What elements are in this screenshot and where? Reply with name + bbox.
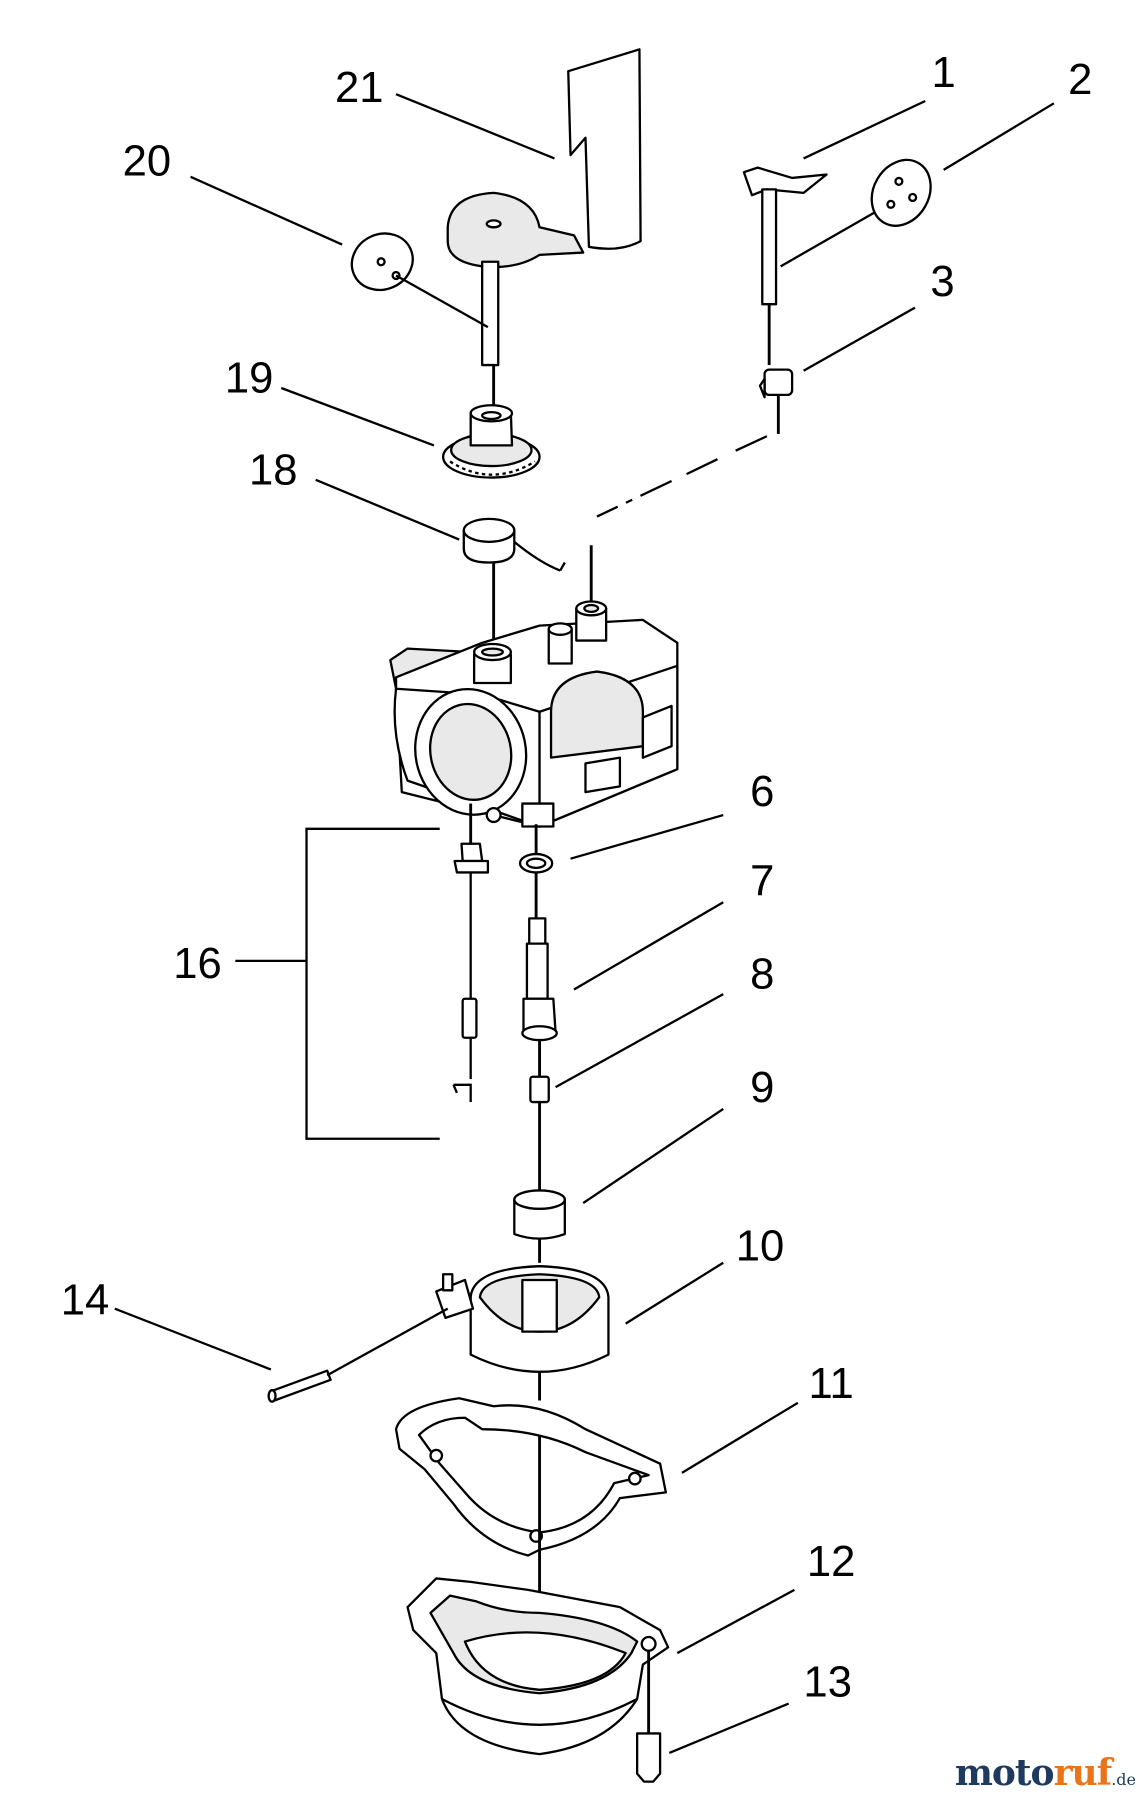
part-19-gear — [441, 404, 541, 479]
part-20-choke-plate — [350, 232, 489, 329]
watermark-domain: .de — [1111, 1770, 1136, 1789]
part-13-screw — [635, 1650, 662, 1783]
part-16-main-jet-assembly — [452, 842, 490, 1103]
callout-9: 9 — [750, 1064, 774, 1112]
callout-labels: 1 2 3 6 7 8 9 10 11 12 13 14 16 18 19 20… — [61, 49, 1093, 1706]
callout-7: 7 — [750, 857, 774, 905]
part-3-seal — [758, 368, 794, 399]
callout-12: 12 — [807, 1538, 856, 1586]
watermark-text-part-a: moto — [954, 1752, 1055, 1794]
part-2-throttle-plate — [780, 158, 932, 268]
callout-8: 8 — [750, 950, 774, 998]
callout-16: 16 — [173, 940, 222, 988]
part-7-emulsion-tube — [521, 917, 558, 1042]
part-6-o-ring — [518, 852, 554, 874]
part-1-throttle-lever — [742, 166, 828, 306]
part-12-float-bowl — [406, 1577, 670, 1756]
part-11-gasket — [394, 1397, 667, 1557]
watermark-text-part-b: ruf — [1053, 1752, 1113, 1794]
part-10-float — [435, 1265, 610, 1373]
part-9-float — [513, 1189, 566, 1240]
bracket-16 — [305, 827, 440, 1140]
leader-lines — [114, 93, 1055, 1754]
callout-21: 21 — [335, 64, 384, 112]
callout-13: 13 — [803, 1659, 852, 1707]
part-18-spring — [462, 517, 566, 572]
part-8-jet — [529, 1075, 550, 1104]
callout-19: 19 — [225, 355, 274, 403]
callout-18: 18 — [249, 446, 298, 494]
callout-11: 11 — [809, 1360, 854, 1408]
part-21-choke-lever — [446, 48, 642, 367]
dash-dot-axis — [596, 435, 768, 518]
callout-14: 14 — [61, 1276, 110, 1324]
callout-10: 10 — [736, 1222, 785, 1270]
callout-6: 6 — [750, 768, 774, 816]
callout-2: 2 — [1068, 56, 1092, 104]
site-watermark: motoruf.de — [955, 1752, 1136, 1794]
part-14-float-pin — [267, 1307, 449, 1403]
callout-20: 20 — [123, 138, 172, 186]
carburetor-body — [389, 600, 679, 828]
callout-3: 3 — [930, 258, 954, 306]
callout-1: 1 — [932, 49, 956, 97]
